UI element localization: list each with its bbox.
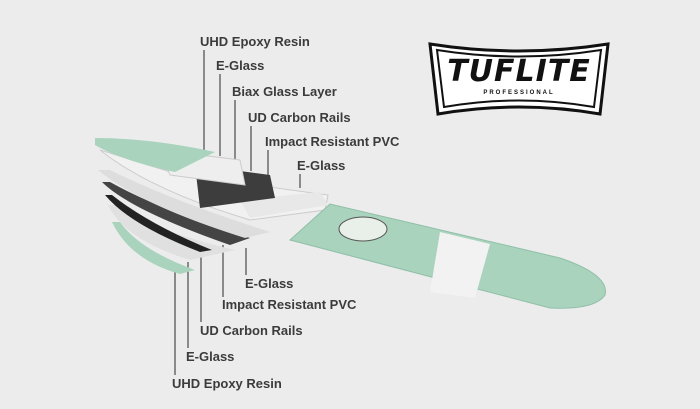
leader-lines-top <box>203 50 301 188</box>
bottom-epoxy-layer <box>112 222 195 274</box>
label-top-e-glass: E-Glass <box>216 58 265 73</box>
bottom-pvc-layer <box>102 182 250 245</box>
label-top-e-glass-2: E-Glass <box>297 158 346 173</box>
label-top-impact-resistant-pvc: Impact Resistant PVC <box>265 134 400 149</box>
logo-subtitle: PROFESSIONAL <box>483 90 555 96</box>
bottom-carbon-layer <box>105 195 212 252</box>
board-band <box>430 232 490 298</box>
label-bottom-e-glass-2: E-Glass <box>186 349 235 364</box>
label-top-ud-carbon-rails: UD Carbon Rails <box>248 110 351 125</box>
label-bottom-impact-resistant-pvc: Impact Resistant PVC <box>222 297 357 312</box>
leader-lines-bottom <box>174 245 247 375</box>
top-epoxy-layer <box>95 138 215 172</box>
label-top-uhd-epoxy-resin: UHD Epoxy Resin <box>200 34 310 49</box>
label-bottom-ud-carbon-rails: UD Carbon Rails <box>200 323 303 338</box>
logo-wordmark: TUFLITE <box>447 54 591 89</box>
label-bottom-uhd-epoxy-resin: UHD Epoxy Resin <box>172 376 282 391</box>
bottom-eglass-inner-layer <box>98 170 270 238</box>
label-bottom-e-glass: E-Glass <box>245 276 294 291</box>
board-emblem <box>338 216 388 242</box>
tuflite-logo: TUFLITE PROFESSIONAL <box>428 42 610 116</box>
label-top-biax-glass-layer: Biax Glass Layer <box>232 84 337 99</box>
